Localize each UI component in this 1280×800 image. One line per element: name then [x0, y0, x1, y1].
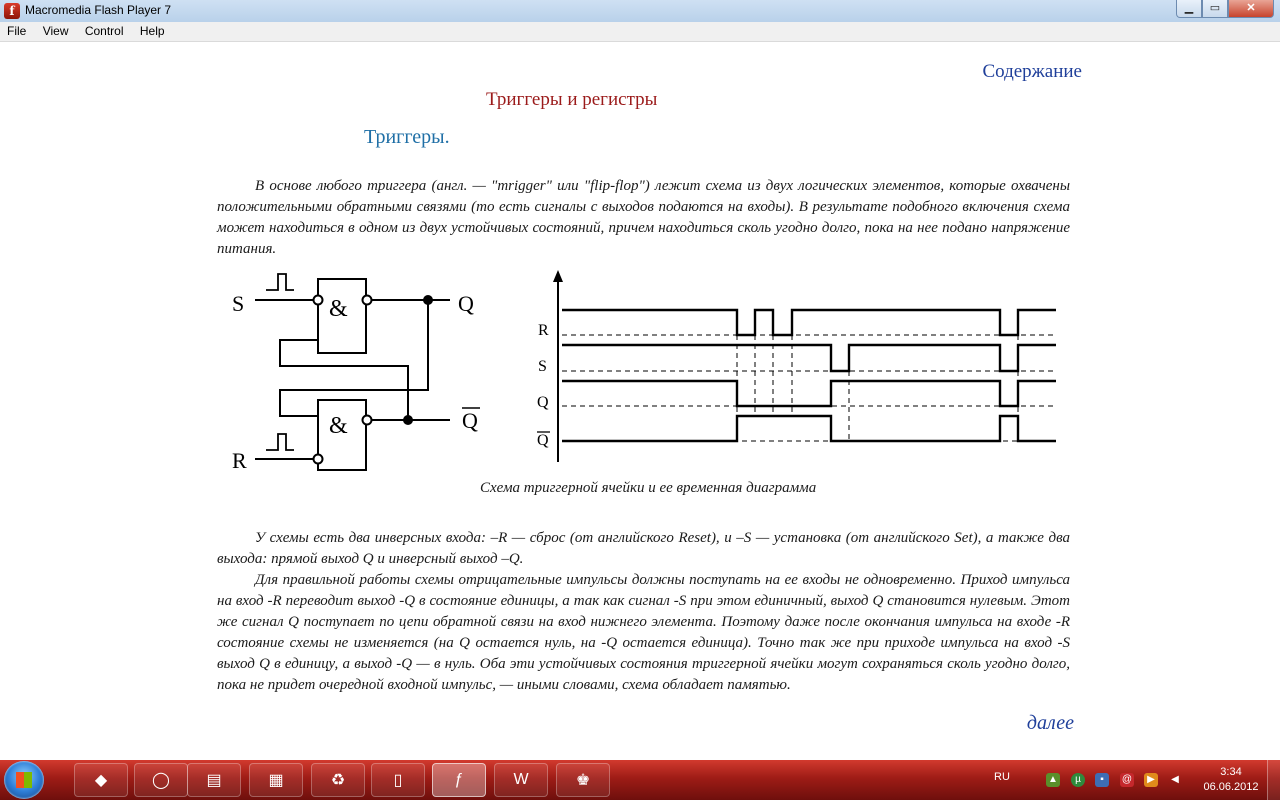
output-qbar-label: Q: [462, 408, 478, 433]
menu-view[interactable]: View: [42, 24, 69, 38]
bottom-gate-symbol: &: [329, 413, 348, 439]
timing-label-q: Q: [537, 394, 549, 411]
trigger-diagram: & & S R Q Q: [232, 270, 1056, 472]
input-s-label: S: [232, 291, 244, 316]
game-icon[interactable]: ♚: [556, 763, 610, 797]
menu-help[interactable]: Help: [139, 24, 165, 38]
input-r-label: R: [232, 448, 247, 472]
timing-label-r: R: [538, 322, 549, 339]
window-title: Macromedia Flash Player 7: [25, 3, 172, 17]
top-gate-symbol: &: [329, 296, 348, 322]
inputs-paragraph: У схемы есть два инверсных входа: –R — с…: [217, 530, 1070, 567]
media-icon[interactable]: ▶: [1144, 773, 1158, 787]
show-desktop-button[interactable]: [1267, 760, 1280, 800]
close-button[interactable]: ✕: [1228, 0, 1274, 18]
acrobat-icon[interactable]: ◆: [74, 763, 128, 797]
clock-time: 3:34: [1220, 766, 1242, 778]
next-link[interactable]: далее: [1026, 712, 1074, 734]
tray-app-icon[interactable]: ▲: [1046, 773, 1060, 787]
menu-file[interactable]: File: [7, 24, 27, 38]
recycle-icon[interactable]: ♻: [311, 763, 365, 797]
opera-icon[interactable]: ◯: [134, 763, 188, 797]
flash-content: Содержание Триггеры и регистры Триггеры.…: [0, 42, 1280, 760]
bottom-nand-gate: [317, 399, 367, 471]
title-bar: f Macromedia Flash Player 7 ▁ ▭ ✕: [0, 0, 1280, 23]
taskbar: ◆ ◯ ▤ ▦ ♻ ▯ ƒ W ♚ RU ▲ µ ▪ @ ▶ ◀ 3:34 06…: [0, 760, 1280, 800]
menu-control[interactable]: Control: [84, 24, 124, 38]
section-title: Триггеры.: [364, 126, 450, 148]
clock-date: 06.06.2012: [1203, 781, 1259, 793]
language-indicator[interactable]: RU: [994, 771, 1010, 783]
task-manager-icon[interactable]: ▦: [249, 763, 303, 797]
document-icon[interactable]: ▯: [371, 763, 425, 797]
toc-link[interactable]: Содержание: [982, 61, 1082, 82]
window-controls: ▁ ▭ ✕: [1176, 0, 1274, 18]
operation-paragraph: Для правильной работы схемы отрицательны…: [217, 572, 1070, 693]
menu-bar: File View Control Help: [0, 22, 1280, 42]
top-nand-gate: [317, 278, 367, 354]
explorer-icon[interactable]: ▤: [187, 763, 241, 797]
minimize-button[interactable]: ▁: [1176, 0, 1202, 18]
flip-flop-circuit: [255, 273, 450, 471]
utorrent-icon[interactable]: µ: [1071, 773, 1085, 787]
volume-icon[interactable]: ◀: [1171, 774, 1179, 785]
flash-icon[interactable]: ƒ: [432, 763, 486, 797]
page-title: Триггеры и регистры: [486, 89, 658, 110]
network-icon[interactable]: ▪: [1095, 773, 1109, 787]
antivirus-icon[interactable]: @: [1120, 773, 1134, 787]
intro-paragraph: В основе любого триггера (англ. — "mrigg…: [217, 178, 1070, 257]
timing-label-s: S: [538, 358, 547, 375]
output-q-label: Q: [458, 291, 474, 316]
start-button[interactable]: [4, 761, 44, 799]
timing-label-qbar: Q: [537, 432, 549, 449]
timing-diagram: R S Q Q: [537, 270, 1056, 462]
word-icon[interactable]: W: [494, 763, 548, 797]
flash-app-icon: f: [4, 3, 20, 19]
diagram-caption: Схема триггерной ячейки и ее временная д…: [480, 480, 817, 496]
maximize-button[interactable]: ▭: [1202, 0, 1228, 18]
system-clock[interactable]: 3:34 06.06.2012: [1196, 765, 1266, 795]
